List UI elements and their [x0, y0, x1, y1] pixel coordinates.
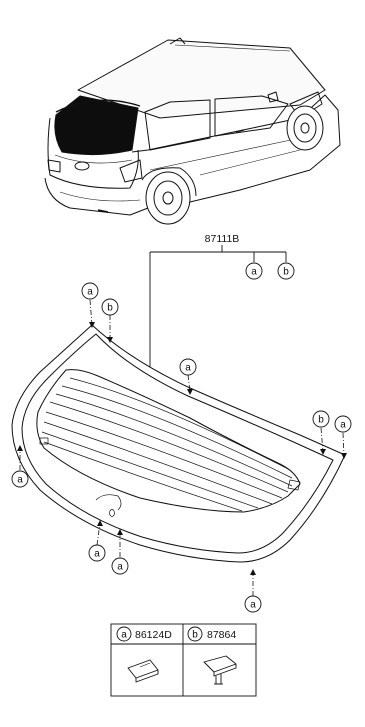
- svg-text:a: a: [250, 600, 256, 611]
- svg-text:a: a: [185, 363, 191, 374]
- svg-text:a: a: [87, 287, 93, 298]
- glass-leader-lines: [19, 299, 345, 596]
- vehicle-illustration: [44, 37, 341, 225]
- svg-text:a: a: [94, 549, 100, 560]
- parts-legend-table: [110, 623, 257, 697]
- glass-callout-a-bottom-2: a: [111, 557, 129, 575]
- svg-text:a: a: [340, 420, 346, 431]
- assembly-callout-b: b: [277, 262, 295, 280]
- legend-part-number-b: 87864: [207, 629, 236, 641]
- glass-callout-a-top-center: a: [179, 358, 197, 376]
- glass-leader-arrows: [17, 322, 347, 575]
- assembly-callout-a: a: [245, 262, 263, 280]
- rear-glass-illustration: [11, 324, 346, 563]
- legend-part-number-a: 86124D: [135, 629, 172, 641]
- glass-callout-a-right: a: [334, 415, 352, 433]
- svg-text:a: a: [121, 630, 127, 641]
- assembly-part-number: 87111B: [205, 233, 240, 245]
- svg-text:a: a: [17, 475, 23, 486]
- legend-callout-a: a: [116, 626, 132, 642]
- svg-text:b: b: [318, 415, 324, 426]
- glass-callout-a-bottom-right: a: [244, 595, 262, 613]
- rear-glass-highlight: [54, 95, 139, 156]
- svg-text:a: a: [251, 267, 257, 278]
- moulding-clip-icon: [127, 659, 159, 683]
- glass-callout-b-right: b: [312, 410, 330, 428]
- assembly-bracket: [149, 245, 287, 382]
- glass-callout-a-left: a: [11, 470, 29, 488]
- glass-callout-a-top-left: a: [81, 282, 99, 300]
- glass-callout-a-bottom-1: a: [88, 544, 106, 562]
- svg-text:b: b: [283, 267, 289, 278]
- glass-callout-b-top-left: b: [101, 298, 119, 316]
- svg-text:a: a: [117, 562, 123, 573]
- fastener-clip-icon: [203, 655, 237, 685]
- legend-callout-b: b: [187, 626, 203, 642]
- svg-text:b: b: [107, 303, 113, 314]
- svg-text:b: b: [192, 630, 198, 641]
